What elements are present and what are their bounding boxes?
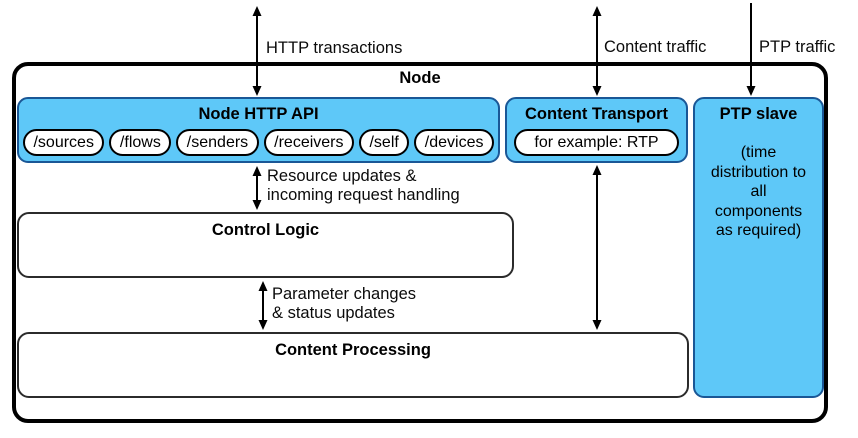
node-http-api-box: Node HTTP API /sources /flows /senders /… <box>17 97 500 163</box>
control-logic-title: Control Logic <box>211 221 320 239</box>
content-processing-box: Content Processing <box>17 332 689 398</box>
ptp-slave-description: (time distribution to all components as … <box>710 144 807 239</box>
control-logic-box: Control Logic <box>17 212 514 278</box>
endpoint-pill-devices: /devices <box>414 129 494 156</box>
ptp-traffic-label: PTP traffic <box>759 38 836 56</box>
endpoint-pill-senders: /senders <box>176 129 259 156</box>
ptp-traffic-arrow <box>746 3 756 96</box>
http-transactions-arrow <box>252 6 262 96</box>
endpoint-pill-self: /self <box>358 129 410 156</box>
content-transport-title: Content Transport <box>525 105 668 123</box>
content-traffic-label: Content traffic <box>604 38 707 56</box>
content-transport-box: Content Transport for example: RTP <box>505 97 688 163</box>
content-traffic-arrow <box>592 6 602 96</box>
ptp-slave-box: PTP slave (time distribution to all comp… <box>693 97 824 398</box>
endpoint-pill-flows: /flows <box>109 129 172 156</box>
http-transactions-label: HTTP transactions <box>266 39 403 57</box>
node-http-api-title: Node HTTP API <box>198 105 319 123</box>
ptp-slave-title: PTP slave <box>719 105 798 123</box>
resource-updates-label: Resource updates & incoming request hand… <box>267 167 460 204</box>
transport-processing-arrow <box>592 165 602 330</box>
parameter-changes-label: Parameter changes & status updates <box>272 285 416 322</box>
content-processing-title: Content Processing <box>275 341 431 359</box>
endpoint-pill-receivers: /receivers <box>263 129 354 156</box>
rtp-example-pill: for example: RTP <box>514 129 679 156</box>
parameter-changes-arrow <box>258 281 268 330</box>
api-endpoints-row: /sources /flows /senders /receivers /sel… <box>23 129 494 156</box>
node-title: Node <box>399 69 441 87</box>
node-container: Node Node HTTP API /sources /flows /send… <box>12 62 828 423</box>
resource-updates-arrow <box>252 166 262 210</box>
endpoint-pill-sources: /sources <box>23 129 105 156</box>
